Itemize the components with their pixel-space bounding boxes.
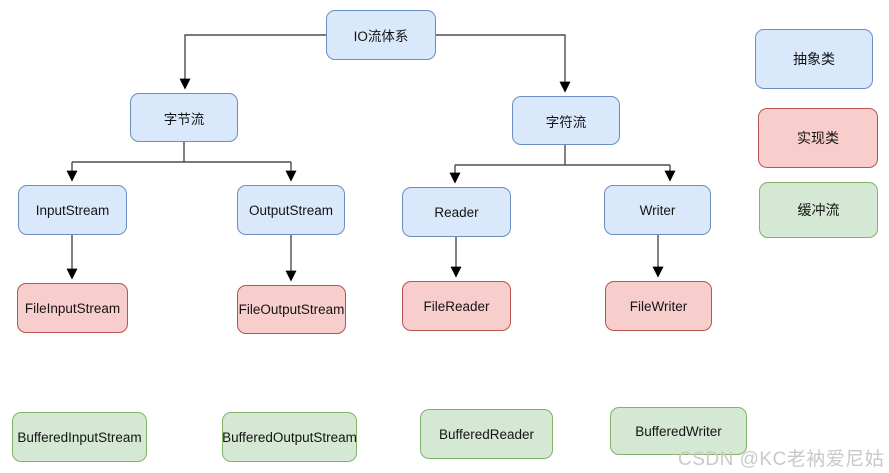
node-writer: Writer [604,185,711,235]
node-byte-stream: 字节流 [130,93,238,142]
node-reader: Reader [402,187,511,237]
node-outputstream: OutputStream [237,185,345,235]
csdn-watermark: CSDN @KC老衲爱尼姑 [678,449,885,470]
node-bufferedoutputstream: BufferedOutputStream [222,412,357,462]
node-fileoutputstream: FileOutputStream [237,285,346,334]
node-io-stream-root: IO流体系 [326,10,436,60]
node-filereader: FileReader [402,281,511,331]
node-bufferedwriter: BufferedWriter [610,407,747,455]
node-bufferedinputstream: BufferedInputStream [12,412,147,462]
legend-abstract-class: 抽象类 [755,29,873,89]
legend-implementation-class: 实现类 [758,108,878,168]
node-inputstream: InputStream [18,185,127,235]
node-fileinputstream: FileInputStream [17,283,128,333]
node-filewriter: FileWriter [605,281,712,331]
legend-buffered-stream: 缓冲流 [759,182,878,238]
node-bufferedreader: BufferedReader [420,409,553,459]
node-char-stream: 字符流 [512,96,620,145]
